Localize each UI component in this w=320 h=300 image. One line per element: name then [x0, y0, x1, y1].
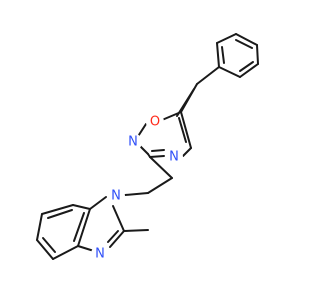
- atom-O1: O: [146, 113, 164, 131]
- atom-labels: O N N N N: [91, 113, 183, 263]
- ethyl-linker: [124, 156, 173, 196]
- vinyl-linker: [176, 66, 220, 117]
- structure-canvas: O N N N N: [36, 33, 259, 263]
- atom-N1b: N: [107, 187, 125, 205]
- nitrogen-label: N: [169, 150, 179, 165]
- atom-N3b: N: [91, 245, 109, 263]
- nitrogen-label: N: [128, 135, 138, 150]
- nitrogen-label: N: [111, 189, 121, 204]
- benzimidazole: [36, 196, 149, 260]
- molecule-diagram: O N N N N: [36, 33, 259, 263]
- atom-N4: N: [165, 148, 183, 166]
- oxadiazole-ring: [134, 111, 192, 158]
- phenyl-ring: [216, 33, 259, 78]
- atom-N2: N: [124, 133, 142, 151]
- oxygen-label: O: [150, 115, 160, 130]
- nitrogen-label: N: [95, 247, 105, 262]
